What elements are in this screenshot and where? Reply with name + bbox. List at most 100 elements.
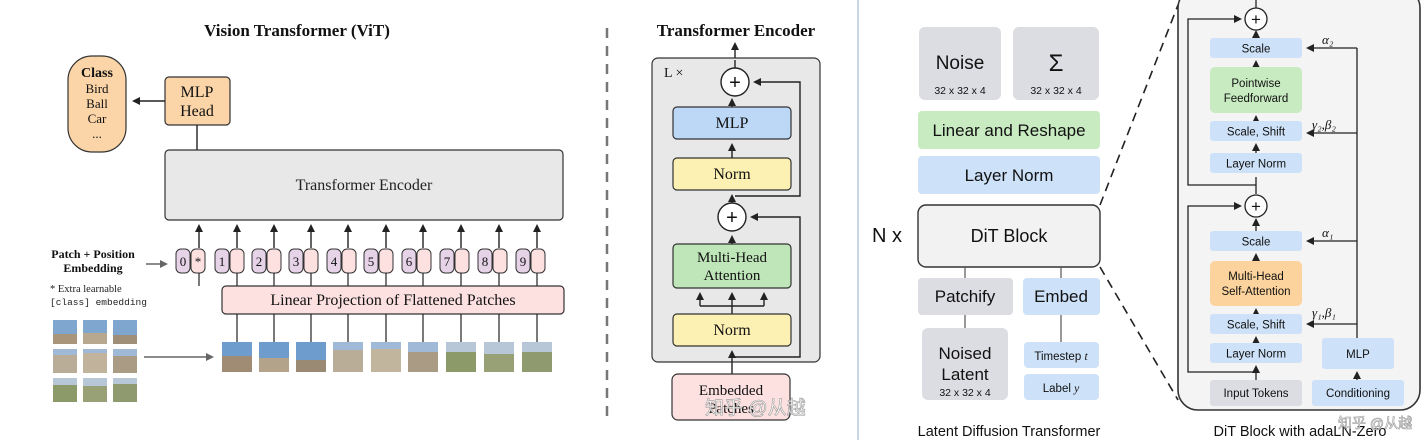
- conditioning-box: [1312, 380, 1404, 406]
- timestep-box: [1024, 342, 1099, 368]
- add-symbol: +: [729, 72, 741, 94]
- patch-connectors: [236, 314, 538, 342]
- sigma-dim: 32 x 32 x 4: [1030, 85, 1082, 97]
- dit-layer-norm-box: [918, 156, 1100, 194]
- dit-repeat-label: N x: [872, 225, 902, 247]
- mhsa-label: Multi-Head: [1228, 271, 1284, 283]
- class-item: Bird: [85, 81, 109, 96]
- input-tokens-label: Input Tokens: [1223, 388, 1288, 400]
- token-row: 0 * 1 2 3 4 5 6 7 8: [175, 248, 546, 286]
- token-position: 6: [406, 254, 413, 269]
- label-box: [1024, 374, 1099, 400]
- embedded-patches-label: Embedded: [699, 383, 764, 399]
- encoder-mha-label: Multi-Head: [697, 250, 767, 266]
- scale-mid-label: Scale: [1242, 237, 1271, 249]
- noised-latent-label: Latent: [941, 365, 989, 384]
- watermark: 知乎 @从越: [1338, 415, 1412, 431]
- sigma-box: [1013, 27, 1099, 100]
- token-position: 0: [180, 254, 187, 269]
- layer-norm-top-label: Layer Norm: [1226, 159, 1286, 171]
- patchify-box: [918, 278, 1013, 315]
- patch-position-label: Embedding: [63, 261, 122, 275]
- extra-note: * Extra learnable: [50, 284, 122, 295]
- transformer-encoder-label: Transformer Encoder: [296, 177, 433, 194]
- linear-projection-box: [221, 285, 565, 315]
- noised-latent-label: Noised: [939, 344, 992, 363]
- label-label: Label y: [1043, 383, 1080, 395]
- dit-caption: Latent Diffusion Transformer: [918, 424, 1101, 440]
- scale-top-label: Scale: [1242, 44, 1271, 56]
- scale-mid-box: [1210, 231, 1302, 251]
- token-position: 8: [482, 254, 489, 269]
- encoder-detail-title: Transformer Encoder: [657, 21, 816, 40]
- linear-projection-label: Linear Projection of Flattened Patches: [270, 292, 515, 309]
- class-title: Class: [81, 66, 113, 81]
- embedded-patches-box: [671, 373, 791, 421]
- add-icon: [717, 202, 747, 232]
- latent-dim: 32 x 32 x 4: [939, 387, 991, 399]
- mlp-head-label: MLP: [181, 84, 214, 101]
- watermark: 知乎 @从越: [705, 397, 806, 419]
- class-item: ...: [92, 126, 102, 141]
- timestep-label: Timestep t: [1034, 351, 1088, 363]
- embed-box: [1023, 278, 1100, 315]
- class-item: Ball: [86, 96, 108, 111]
- scale-shift-top-label: Scale, Shift: [1227, 127, 1286, 139]
- residual-top: [735, 78, 801, 197]
- cond-mlp-box: [1322, 338, 1394, 369]
- noised-latent-box: [922, 328, 1008, 400]
- add-symbol: +: [1251, 10, 1261, 29]
- embed-label: Embed: [1034, 287, 1088, 306]
- embedded-patches-label: Patches: [708, 401, 754, 417]
- flattened-patch-strip: [222, 342, 552, 372]
- mhsa-box: [1210, 261, 1302, 306]
- zoom-line-top: [1099, 4, 1179, 206]
- class-item: Car: [88, 111, 107, 126]
- encoder-norm-bottom-label: Norm: [713, 322, 751, 339]
- mlp-head-label: Head: [180, 103, 214, 120]
- scale-shift-bottom-label: Scale, Shift: [1227, 320, 1286, 332]
- patch-position-label: Patch + Position: [51, 247, 135, 261]
- conditioning-label: Conditioning: [1326, 388, 1390, 400]
- pointwise-ff-label: Feedforward: [1224, 93, 1289, 105]
- token-position: 9: [520, 254, 527, 269]
- alpha2-label: α₂: [1322, 32, 1334, 47]
- alpha1-label: α₁: [1322, 225, 1333, 240]
- dit-panel: Noise 32 x 32 x 4 Σ 32 x 32 x 4 Linear a…: [872, 4, 1179, 440]
- gamma2-beta2-label: γ₂,β₂: [1312, 117, 1336, 132]
- pointwise-ff-label: Pointwise: [1231, 78, 1280, 90]
- pointwise-ff-box: [1210, 67, 1302, 113]
- vit-title: Vision Transformer (ViT): [204, 21, 390, 40]
- extra-note: [class] embedding: [50, 297, 147, 308]
- linear-reshape-label: Linear and Reshape: [932, 121, 1085, 140]
- adaln-caption: DiT Block with adaLN-Zero: [1214, 424, 1387, 440]
- zoom-line-bottom: [1099, 266, 1179, 401]
- layer-norm-top-box: [1210, 153, 1302, 173]
- token-arrows: [195, 224, 541, 248]
- token-position: 2: [256, 254, 263, 269]
- token-position: 4: [331, 254, 338, 269]
- residual-bottom: [732, 213, 801, 358]
- dit-block-box: [917, 204, 1101, 268]
- cond-mlp-label: MLP: [1346, 349, 1370, 361]
- dit-layer-norm-label: Layer Norm: [965, 166, 1054, 185]
- token-position: 1: [219, 254, 226, 269]
- sigma-label: Σ: [1049, 50, 1064, 77]
- token-connectors: [236, 273, 538, 286]
- gamma1-beta1-label: γ₁,β₁: [1312, 305, 1336, 320]
- encoder-norm-top-label: Norm: [713, 166, 751, 183]
- encoder-mlp-label: MLP: [716, 115, 749, 132]
- adaln-panel: + Scale α₂ Pointwise Feedforward Scale, …: [1177, 0, 1421, 440]
- scale-shift-top-box: [1210, 121, 1302, 141]
- input-tokens-box: [1210, 380, 1302, 406]
- scale-top-box: [1210, 38, 1302, 58]
- noise-dim: 32 x 32 x 4: [934, 85, 986, 97]
- class-token-star: *: [195, 254, 202, 269]
- encoder-mha-label: Attention: [704, 268, 761, 284]
- scale-shift-bottom-box: [1210, 314, 1302, 334]
- token-position: 7: [444, 254, 451, 269]
- patchify-label: Patchify: [935, 287, 996, 306]
- vit-panel: Vision Transformer (ViT) Class Bird Ball…: [50, 21, 565, 402]
- encoder-detail-panel: Transformer Encoder L × + MLP Norm + Mul…: [651, 21, 821, 421]
